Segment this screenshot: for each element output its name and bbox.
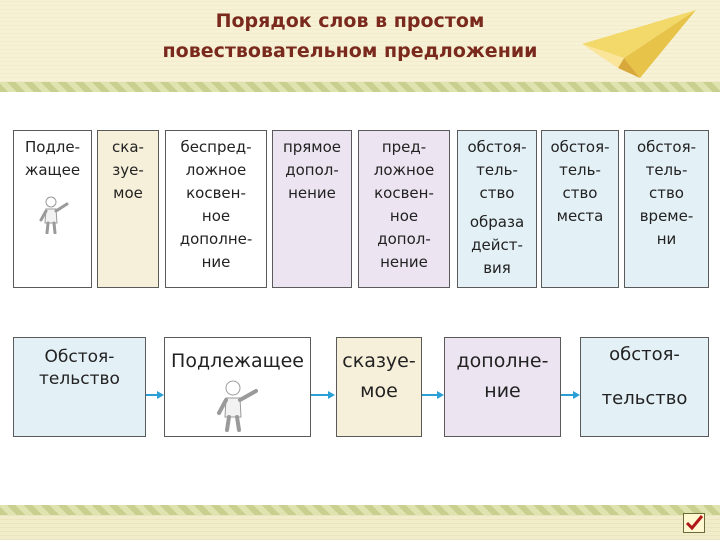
check-mark-icon (684, 514, 704, 532)
person-presenting-icon (36, 196, 70, 234)
box-adverbial-manner: обстоя- тель- ство образа дейст- вия (457, 130, 537, 288)
person-presenting-icon (212, 380, 260, 432)
title-line-2: повествовательном предложении (120, 36, 580, 66)
box-bottom-predicate-text: сказуе- мое (337, 346, 421, 406)
box-bottom-predicate: сказуе- мое (336, 337, 422, 437)
box-adverbial-manner-sub: образа дейст- вия (458, 211, 536, 280)
box-predicate: ска- зуе- мое (97, 130, 159, 288)
box-direct-object: прямое допол- нение (272, 130, 352, 288)
box-bottom-adverbial-end: обстоя- тельство (580, 337, 709, 437)
box-prepositional-object: пред- ложное косвен- ное допол- нение (358, 130, 450, 288)
box-adverbial-place-text: обстоя- тель- ство места (542, 136, 618, 228)
box-bottom-object-text: дополне- ние (445, 346, 560, 406)
box-prepositional-object-text: пред- ложное косвен- ное допол- нение (359, 136, 449, 274)
box-subject-text: Подле- жащее (14, 136, 91, 182)
box-direct-object-text: прямое допол- нение (273, 136, 351, 205)
arrow-right-icon (146, 390, 164, 400)
box-bottom-adverbial-text: Обстоя- тельство (14, 346, 145, 390)
box-adverbial-place: обстоя- тель- ство места (541, 130, 619, 288)
box-bottom-subject-text: Подлежащее (165, 346, 310, 376)
page-title: Порядок слов в простом повествовательном… (120, 6, 580, 66)
box-adverbial-time: обстоя- тель- ство време- ни (624, 130, 709, 288)
paper-plane-icon (580, 8, 700, 86)
box-bottom-object: дополне- ние (444, 337, 561, 437)
box-predicate-text: ска- зуе- мое (98, 136, 158, 205)
box-indirect-object: беспред- ложное косвен- ное дополне- ние (165, 130, 267, 288)
box-indirect-object-text: беспред- ложное косвен- ное дополне- ние (166, 136, 266, 274)
checkbox-checked-icon[interactable] (683, 513, 705, 533)
title-line-1: Порядок слов в простом (120, 6, 580, 36)
box-bottom-adverbial-end-text: обстоя- тельство (581, 344, 708, 410)
arrow-right-icon (311, 390, 335, 400)
arrow-right-icon (561, 390, 580, 400)
footer-band (0, 505, 720, 540)
box-adverbial-time-text: обстоя- тель- ство време- ни (625, 136, 708, 251)
arrow-right-icon (422, 390, 444, 400)
box-adverbial-manner-text: обстоя- тель- ство (458, 136, 536, 205)
box-bottom-adverbial: Обстоя- тельство (13, 337, 146, 437)
